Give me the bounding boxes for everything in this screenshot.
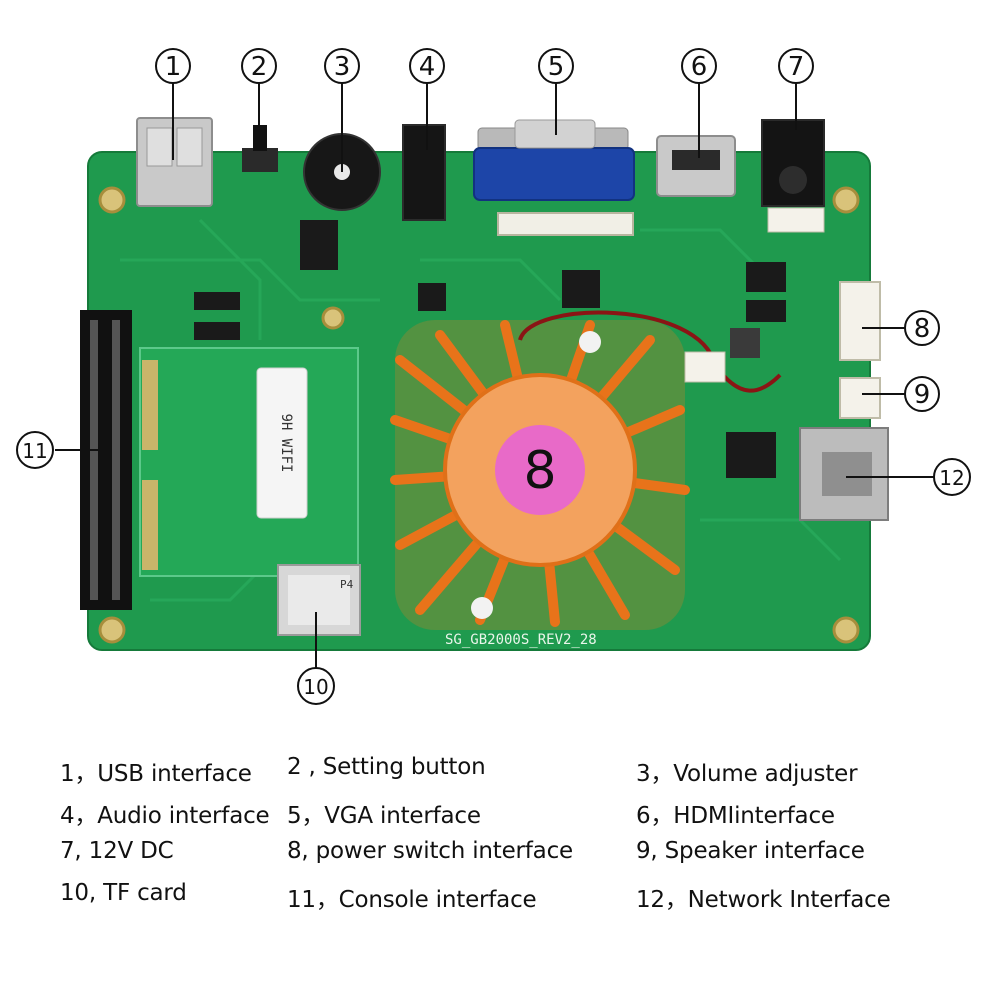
usb-connector <box>136 117 213 207</box>
callout-5: 5 <box>548 52 565 82</box>
callout-1: 1 <box>165 52 182 82</box>
legend: 1，USB interface 2 , Setting button 3，Vol… <box>0 740 1000 920</box>
legend-item-12: 12，Network Interface <box>636 887 891 913</box>
console-header <box>80 310 132 610</box>
hdmi-connector <box>656 135 736 197</box>
fan-cable <box>518 310 782 393</box>
legend-item-9: 9, Speaker interface <box>636 838 865 864</box>
callout-8: 8 <box>914 314 931 344</box>
callout-9-circle <box>904 376 940 412</box>
legend-item-2: 2 , Setting button <box>287 754 486 780</box>
callout-2-circle <box>241 48 277 84</box>
callout-1-circle <box>155 48 191 84</box>
callout-7: 7 <box>788 52 805 82</box>
callout-12-circle <box>933 458 971 496</box>
wifi-module: 9H WIFI <box>139 347 359 577</box>
pcb-traces <box>120 218 842 602</box>
callout-3-circle <box>324 48 360 84</box>
vga-connector <box>473 119 635 201</box>
callout-10-circle <box>297 667 335 705</box>
legend-item-10: 10, TF card <box>60 880 187 906</box>
legend-item-1: 1，USB interface <box>60 761 252 787</box>
legend-item-11: 11，Console interface <box>287 887 537 913</box>
callout-12: 12 <box>939 466 964 490</box>
callout-2: 2 <box>251 52 268 82</box>
fan-connector <box>684 351 726 383</box>
callout-markers <box>16 48 971 705</box>
tf-card-slot: P4 <box>277 564 361 636</box>
power-switch-header <box>839 281 881 361</box>
callout-3: 3 <box>334 52 351 82</box>
callout-11-circle <box>16 431 54 469</box>
callout-4: 4 <box>419 52 436 82</box>
board-silkscreen: SG_GB2000S_REV2_28 <box>445 632 597 648</box>
callout-6: 6 <box>691 52 708 82</box>
callout-11: 11 <box>22 439 47 463</box>
legend-item-4: 4，Audio interface <box>60 803 270 829</box>
legend-item-5: 5，VGA interface <box>287 803 481 829</box>
legend-item-3: 3，Volume adjuster <box>636 761 858 787</box>
callout-5-circle <box>538 48 574 84</box>
callout-4-circle <box>409 48 445 84</box>
callout-lines <box>55 82 935 668</box>
fan-logo-glyph: 8 <box>523 441 556 501</box>
legend-item-7: 7, 12V DC <box>60 838 174 864</box>
callout-6-circle <box>681 48 717 84</box>
rj45-connector <box>799 427 889 521</box>
heatsink: 8 <box>390 320 690 630</box>
ic-chips <box>194 220 786 478</box>
legend-item-6: 6，HDMIinterface <box>636 803 835 829</box>
white-header-top <box>767 207 825 233</box>
dc-jack <box>761 119 825 207</box>
fpc-connector <box>497 212 634 236</box>
audio-jack <box>402 124 446 221</box>
speaker-header <box>839 377 881 419</box>
tf-label: P4 <box>340 578 354 591</box>
callout-10: 10 <box>303 675 328 699</box>
callout-8-circle <box>904 310 940 346</box>
legend-item-8: 8, power switch interface <box>287 838 573 864</box>
board-diagram: 9H WIFI P4 8 <box>16 48 971 705</box>
callout-9: 9 <box>914 380 931 410</box>
callout-7-circle <box>778 48 814 84</box>
fan-hub-logo <box>495 425 585 515</box>
wifi-label: 9H WIFI <box>278 413 294 472</box>
